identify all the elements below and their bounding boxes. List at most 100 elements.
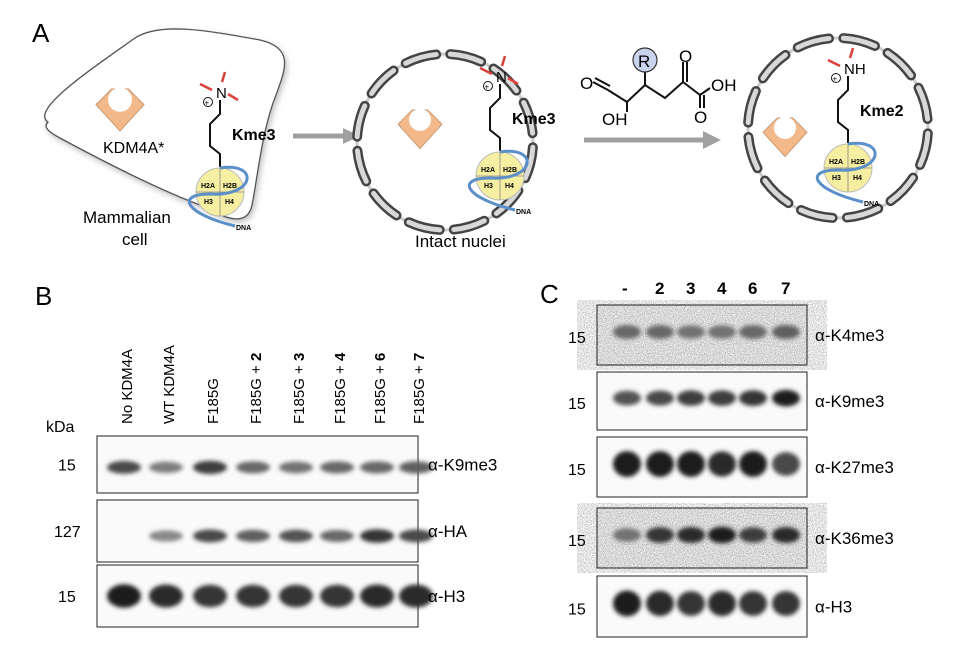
band (677, 390, 705, 406)
band (360, 461, 394, 474)
blot-2 (596, 436, 808, 498)
active-site (108, 87, 132, 112)
mammalian-cell-outline (44, 28, 286, 220)
kdm4a-enzyme-icon (95, 87, 145, 132)
antibody-label: α-K36me3 (815, 529, 894, 548)
nuclear-envelope (746, 36, 930, 220)
lane-label-prefix: F185G + (291, 361, 308, 424)
lane-label-compound: 6 (372, 353, 389, 361)
lane-label: F185G + 4 (332, 352, 349, 424)
band (739, 591, 767, 616)
nucleus-1 (352, 49, 538, 235)
band (149, 530, 183, 542)
band (613, 451, 641, 477)
band (399, 461, 433, 474)
lane-label-compound: 2 (248, 353, 265, 361)
band (149, 461, 183, 474)
molecular-weight-label: 15 (568, 533, 586, 550)
methyl-bond (220, 71, 227, 83)
active-site (409, 108, 431, 131)
band (193, 584, 227, 608)
antibody-label: α-H3 (815, 598, 852, 617)
band (739, 527, 767, 543)
lane-label-prefix: No KDM4A (119, 349, 136, 424)
band (772, 526, 800, 544)
antibody-label: α-K9me3 (815, 392, 884, 411)
nitrogen-label: NH (844, 61, 866, 78)
band (399, 584, 433, 608)
blot-4 (596, 575, 808, 638)
panel-a-label: A (32, 18, 50, 48)
methyl-mark-label: Kme3 (232, 127, 276, 144)
nitrogen-label: N (216, 85, 227, 102)
band (708, 390, 736, 406)
band (279, 584, 313, 608)
band (613, 325, 641, 339)
histone-label: H2B (503, 167, 517, 174)
molecular-weight-label: 15 (568, 330, 586, 347)
band (613, 528, 641, 542)
histone-label: H3 (484, 183, 493, 190)
histone-label: H2A (481, 167, 495, 174)
band (193, 529, 227, 543)
band (677, 325, 705, 339)
histone-label: H3 (832, 175, 841, 182)
band (193, 460, 227, 474)
r-group-label: R (638, 52, 650, 71)
lane-label: F185G + 6 (372, 353, 389, 424)
arrow-1-icon (293, 128, 360, 144)
band (646, 451, 674, 477)
histone-label: H4 (505, 183, 514, 190)
lane-label: 6 (748, 279, 757, 298)
lane-label-compound: 3 (291, 353, 308, 361)
band (677, 591, 705, 616)
band (772, 324, 800, 340)
blot-1 (96, 499, 433, 563)
methyl-bond (479, 66, 493, 76)
positive-charge-icon (831, 73, 841, 83)
dna-label: DNA (236, 225, 251, 232)
side-chain (209, 100, 221, 167)
positive-charge-icon (203, 97, 213, 107)
lane-label-compound: 7 (411, 353, 428, 361)
lane-label: WT KDM4A (161, 345, 178, 424)
methyl-bond (227, 92, 239, 102)
blot-3 (596, 507, 808, 569)
charge-sign: + (833, 75, 838, 84)
lane-label-prefix: F185G (205, 378, 222, 424)
histone-label: H2B (851, 159, 865, 166)
blot-0 (596, 304, 808, 366)
dna-strand (815, 141, 877, 204)
lane-label: F185G + 3 (291, 353, 308, 424)
molecular-weight-label: 15 (58, 458, 76, 475)
lane-label: 2 (655, 279, 664, 298)
lane-label: No KDM4A (119, 349, 136, 424)
band (708, 325, 736, 339)
cofactor-molecule (592, 47, 711, 112)
blot-0 (96, 435, 433, 494)
molecular-weight-label: 15 (58, 589, 76, 606)
lane-label-prefix: F185G + (248, 361, 265, 424)
histone-label: H3 (204, 199, 213, 206)
band (739, 451, 767, 477)
histone-label: H2A (829, 159, 843, 166)
molecular-weight-label: 15 (568, 602, 586, 619)
o-label: O (679, 47, 692, 66)
dna-label: DNA (516, 209, 531, 216)
enzyme-label: KDM4A* (103, 140, 164, 157)
lane-label: 7 (781, 279, 790, 298)
o-label: O (580, 74, 593, 93)
lane-label: F185G + 2 (248, 353, 265, 424)
band (739, 390, 767, 406)
antibody-label: α-K27me3 (815, 458, 894, 477)
positive-charge-icon (483, 81, 493, 91)
methyl-bond (500, 55, 507, 67)
band (320, 584, 354, 608)
band (708, 526, 736, 544)
dna-label: DNA (864, 201, 879, 208)
kda-label: kDa (46, 419, 75, 436)
